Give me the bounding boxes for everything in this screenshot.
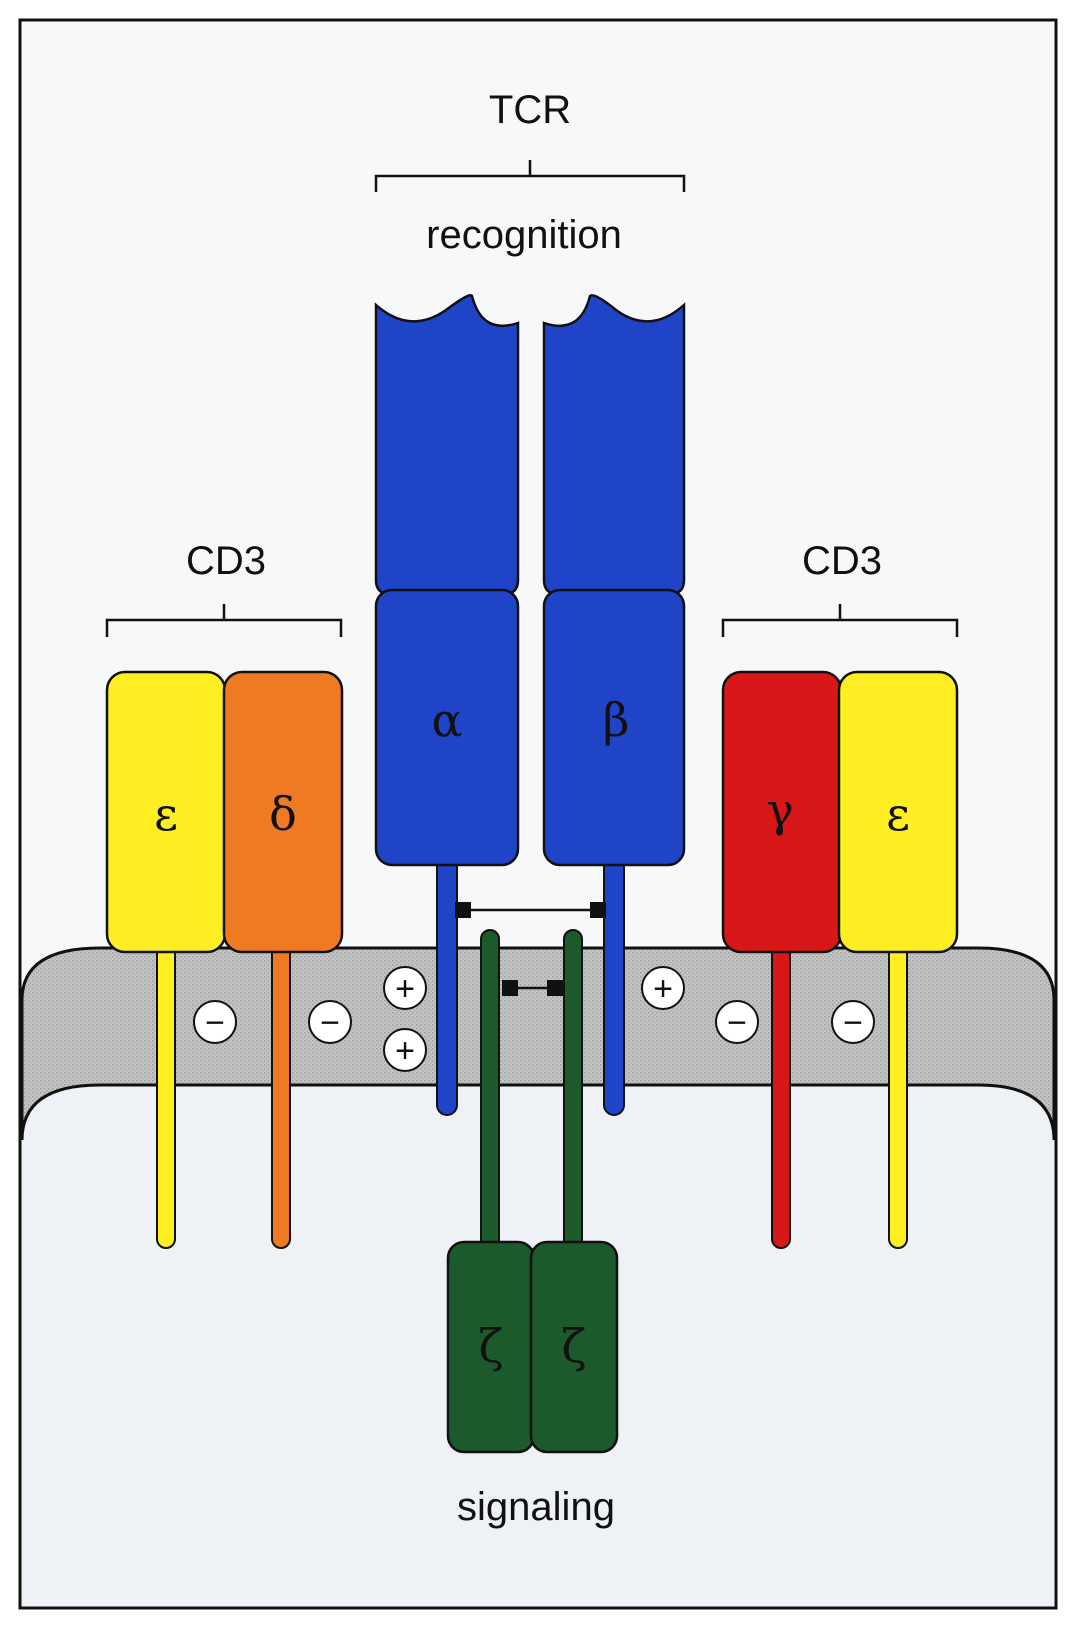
signaling-label: signaling [457, 1485, 615, 1529]
delta-tail [271, 939, 291, 1249]
tcr-bracket [374, 160, 686, 192]
cd3-right-bracket [721, 604, 959, 637]
gamma-tail [771, 939, 791, 1249]
delta-symbol: δ [269, 787, 297, 841]
charge-plus-1: + [383, 966, 427, 1010]
svg-text:+: + [395, 1032, 415, 1070]
charge-minus-4: − [831, 1000, 875, 1044]
cd3-right-label: CD3 [802, 539, 882, 583]
svg-text:+: + [653, 970, 673, 1008]
alpha-constant-domain [374, 588, 520, 867]
cd3-epsilon-right: ε [837, 670, 959, 1249]
cd3-gamma: γ [721, 670, 843, 1249]
zeta-dimer: ζ ζ [446, 929, 619, 1454]
zeta-left-stalk [480, 929, 500, 1251]
gamma-symbol: γ [766, 783, 794, 837]
beta-variable-domain [542, 294, 686, 596]
cd3-left-label: CD3 [186, 539, 266, 583]
charge-plus-2: + [383, 1028, 427, 1072]
cd3-epsilon-left: ε [105, 670, 227, 1249]
epsilon-right-tail [888, 939, 908, 1249]
epsilon-left-symbol: ε [154, 787, 178, 841]
tcr-label: TCR [489, 88, 571, 132]
charge-minus-1: − [193, 1000, 237, 1044]
beta-symbol: β [603, 693, 630, 747]
charge-minus-3: − [715, 1000, 759, 1044]
alpha-beta-disulfide-bond [455, 902, 606, 918]
epsilon-right-domain [837, 670, 959, 954]
delta-domain [222, 670, 344, 954]
svg-text:−: − [843, 1004, 863, 1042]
charge-minus-2: − [308, 1000, 352, 1044]
zeta-right-domain [529, 1240, 619, 1454]
zeta-right-symbol: ζ [562, 1319, 587, 1373]
alpha-transmembrane-tail [436, 849, 458, 1116]
beta-constant-domain [542, 588, 686, 867]
svg-text:−: − [727, 1004, 747, 1042]
tcr-beta-chain: β [542, 294, 686, 1116]
zeta-disulfide-bond [502, 980, 563, 996]
epsilon-left-tail [156, 939, 176, 1249]
tcr-alpha-chain: α [374, 294, 520, 1116]
alpha-symbol: α [431, 693, 462, 747]
cd3-left-bracket [105, 604, 343, 637]
cd3-delta: δ [222, 670, 344, 1249]
epsilon-right-symbol: ε [886, 787, 910, 841]
charge-plus-3: + [641, 966, 685, 1010]
beta-transmembrane-tail [603, 849, 625, 1116]
recognition-label: recognition [426, 213, 622, 257]
svg-text:−: − [320, 1004, 340, 1042]
zeta-left-symbol: ζ [479, 1319, 504, 1373]
svg-text:+: + [395, 970, 415, 1008]
alpha-variable-domain [374, 294, 520, 596]
zeta-right-stalk [563, 929, 583, 1251]
svg-text:−: − [205, 1004, 225, 1042]
